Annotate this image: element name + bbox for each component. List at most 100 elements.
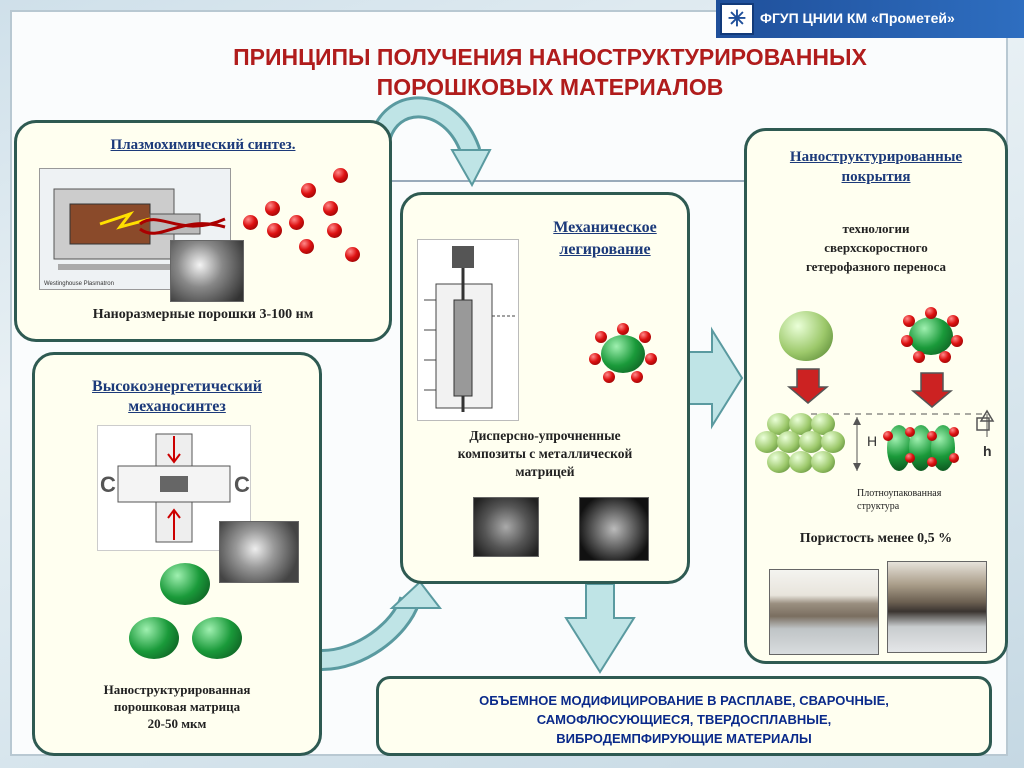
porosity-label: Пористость менее 0,5 % — [799, 531, 953, 546]
coatings-title-line-2: покрытия — [841, 169, 911, 185]
down-arrow-icon — [910, 372, 954, 408]
attritor-drawing — [424, 246, 516, 412]
packed-particle — [755, 431, 779, 453]
composite-micrograph-1 — [473, 497, 539, 557]
coatings-tech-line-3: гетерофазного переноса — [805, 259, 947, 274]
title-line-2: ПОРОШКОВЫХ МАТЕРИАЛОВ — [376, 74, 724, 100]
mill-diagram: C C — [97, 425, 251, 551]
composite-core-particle — [601, 335, 645, 373]
svg-text:C: C — [234, 472, 250, 497]
composite-particle — [909, 317, 953, 355]
packed-particle — [789, 451, 813, 473]
dispersoid-particle — [903, 315, 915, 327]
dispersoid-particle — [595, 331, 607, 343]
plasmatron-diagram: Westinghouse Plasmatron — [39, 168, 231, 290]
svg-text:C: C — [100, 472, 116, 497]
org-header-bar: ✳ ФГУП ЦНИИ КМ «Прометей» — [716, 0, 1024, 38]
mechanosynthesis-title-line-2: механосинтез — [128, 398, 226, 415]
mechanical-alloying-panel: Механическое легирование Дисперсно-упроч… — [400, 192, 690, 584]
coating-cross-section-2 — [887, 561, 987, 653]
dispersoid-particle — [949, 453, 959, 463]
nanostructured-coatings-panel: Наноструктурированные покрытия технологи… — [744, 128, 1008, 664]
coating-cross-section-1 — [769, 569, 879, 655]
red-particle — [323, 201, 338, 216]
packed-particle — [767, 451, 791, 473]
mechanosynthesis-panel: Высокоэнергетический механосинтез C C На… — [32, 352, 322, 756]
red-particle — [243, 215, 258, 230]
dispersoid-particle — [925, 307, 937, 319]
dispersoid-particle — [905, 453, 915, 463]
mechanosynthesis-micrograph — [219, 521, 299, 583]
dispersoid-particle — [939, 351, 951, 363]
label-h: h — [983, 443, 992, 459]
plasma-title: Плазмохимический синтез. — [110, 137, 296, 153]
alloying-title-line-2: легирование — [559, 241, 651, 258]
dispersoid-particle — [927, 457, 937, 467]
green-granule — [160, 563, 210, 605]
dispersoid-particle — [631, 371, 643, 383]
plasmatron-drawing: Westinghouse Plasmatron — [44, 188, 226, 287]
mechanosynthesis-title-line-1: Высокоэнергетический — [92, 378, 262, 395]
applications-line-3: ВИБРОДЕМПФИРУЮЩИЕ МАТЕРИАЛЫ — [556, 731, 812, 746]
divider-line — [392, 180, 752, 182]
coatings-title: Наноструктурированные покрытия — [747, 147, 1005, 187]
mechanosynthesis-caption: Наноструктурированная порошковая матрица… — [35, 681, 319, 732]
alloying-title-line-1: Механическое — [553, 219, 657, 236]
matrix-particle-large — [779, 311, 833, 361]
dispersoid-particle — [639, 331, 651, 343]
mill-drawing: C C — [100, 433, 250, 543]
slide-title: ПРИНЦИПЫ ПОЛУЧЕНИЯ НАНОСТРУКТУРИРОВАННЫХ… — [140, 42, 960, 102]
plasma-synthesis-panel: Плазмохимический синтез. Westinghouse Pl… — [14, 120, 392, 342]
green-granule — [129, 617, 179, 659]
dispersoid-particle — [883, 431, 893, 441]
alloying-title: Механическое легирование — [521, 217, 689, 261]
red-particle — [299, 239, 314, 254]
dispersoid-particle — [617, 323, 629, 335]
applications-line-1: ОБЪЕМНОЕ МОДИФИЦИРОВАНИЕ В РАСПЛАВЕ, СВА… — [479, 693, 889, 708]
label-H: H — [867, 433, 878, 449]
dispersoid-particle — [645, 353, 657, 365]
coatings-tech-line-2: сверхскоростного — [824, 240, 928, 255]
dispersoid-particle — [603, 371, 615, 383]
dispersoid-particle — [947, 315, 959, 327]
dispersoid-particle — [951, 335, 963, 347]
dispersoid-particle — [901, 335, 913, 347]
red-particle — [345, 247, 360, 262]
coatings-technology: технологии сверхскоростного гетерофазног… — [747, 219, 1005, 276]
dispersoid-particle — [905, 427, 915, 437]
green-granule — [192, 617, 242, 659]
applications-line-2: САМОФЛЮСУЮЩИЕСЯ, ТВЕРДОСПЛАВНЫЕ, — [536, 712, 832, 727]
dispersoid-particle — [927, 431, 937, 441]
red-particle — [333, 168, 348, 183]
alloying-caption: Дисперсно-упрочненные композиты с металл… — [403, 427, 687, 481]
plasmatron-device-label: Westinghouse Plasmatron — [44, 281, 114, 287]
alloying-caption-line-1: Дисперсно-упрочненные — [469, 428, 621, 443]
height-marker-icon — [979, 409, 995, 422]
packed-particle — [821, 431, 845, 453]
packed-structure-caption: Плотноупакованная структура — [857, 487, 941, 513]
packed-particle — [799, 431, 823, 453]
org-name: ФГУП ЦНИИ КМ «Прометей» — [760, 10, 955, 26]
packed-particle — [811, 451, 835, 473]
coatings-title-line-1: Наноструктурированные — [789, 149, 963, 165]
plasma-powder-micrograph — [170, 240, 244, 302]
applications-box: ОБЪЕМНОЕ МОДИФИЦИРОВАНИЕ В РАСПЛАВЕ, СВА… — [376, 676, 992, 756]
mechanosynthesis-caption-line-3: 20-50 мкм — [147, 716, 207, 731]
packed-particle — [789, 413, 813, 435]
structure-caption-line-2: структура — [857, 501, 900, 512]
red-particle — [265, 201, 280, 216]
mechanosynthesis-caption-line-1: Наноструктурированная — [103, 682, 251, 697]
red-particle — [267, 223, 282, 238]
mechanosynthesis-title: Высокоэнергетический механосинтез — [35, 377, 319, 417]
prometey-logo-icon: ✳ — [720, 3, 754, 35]
red-particle — [301, 183, 316, 198]
attritor-diagram — [417, 239, 519, 421]
packed-particle — [767, 413, 791, 435]
coatings-tech-line-1: технологии — [842, 221, 910, 236]
red-particle — [327, 223, 342, 238]
red-particle — [289, 215, 304, 230]
dispersoid-particle — [913, 351, 925, 363]
down-arrow-icon — [786, 368, 830, 404]
alloying-caption-line-2: композиты с металлической — [457, 446, 633, 461]
mechanosynthesis-caption-line-2: порошковая матрица — [113, 699, 241, 714]
